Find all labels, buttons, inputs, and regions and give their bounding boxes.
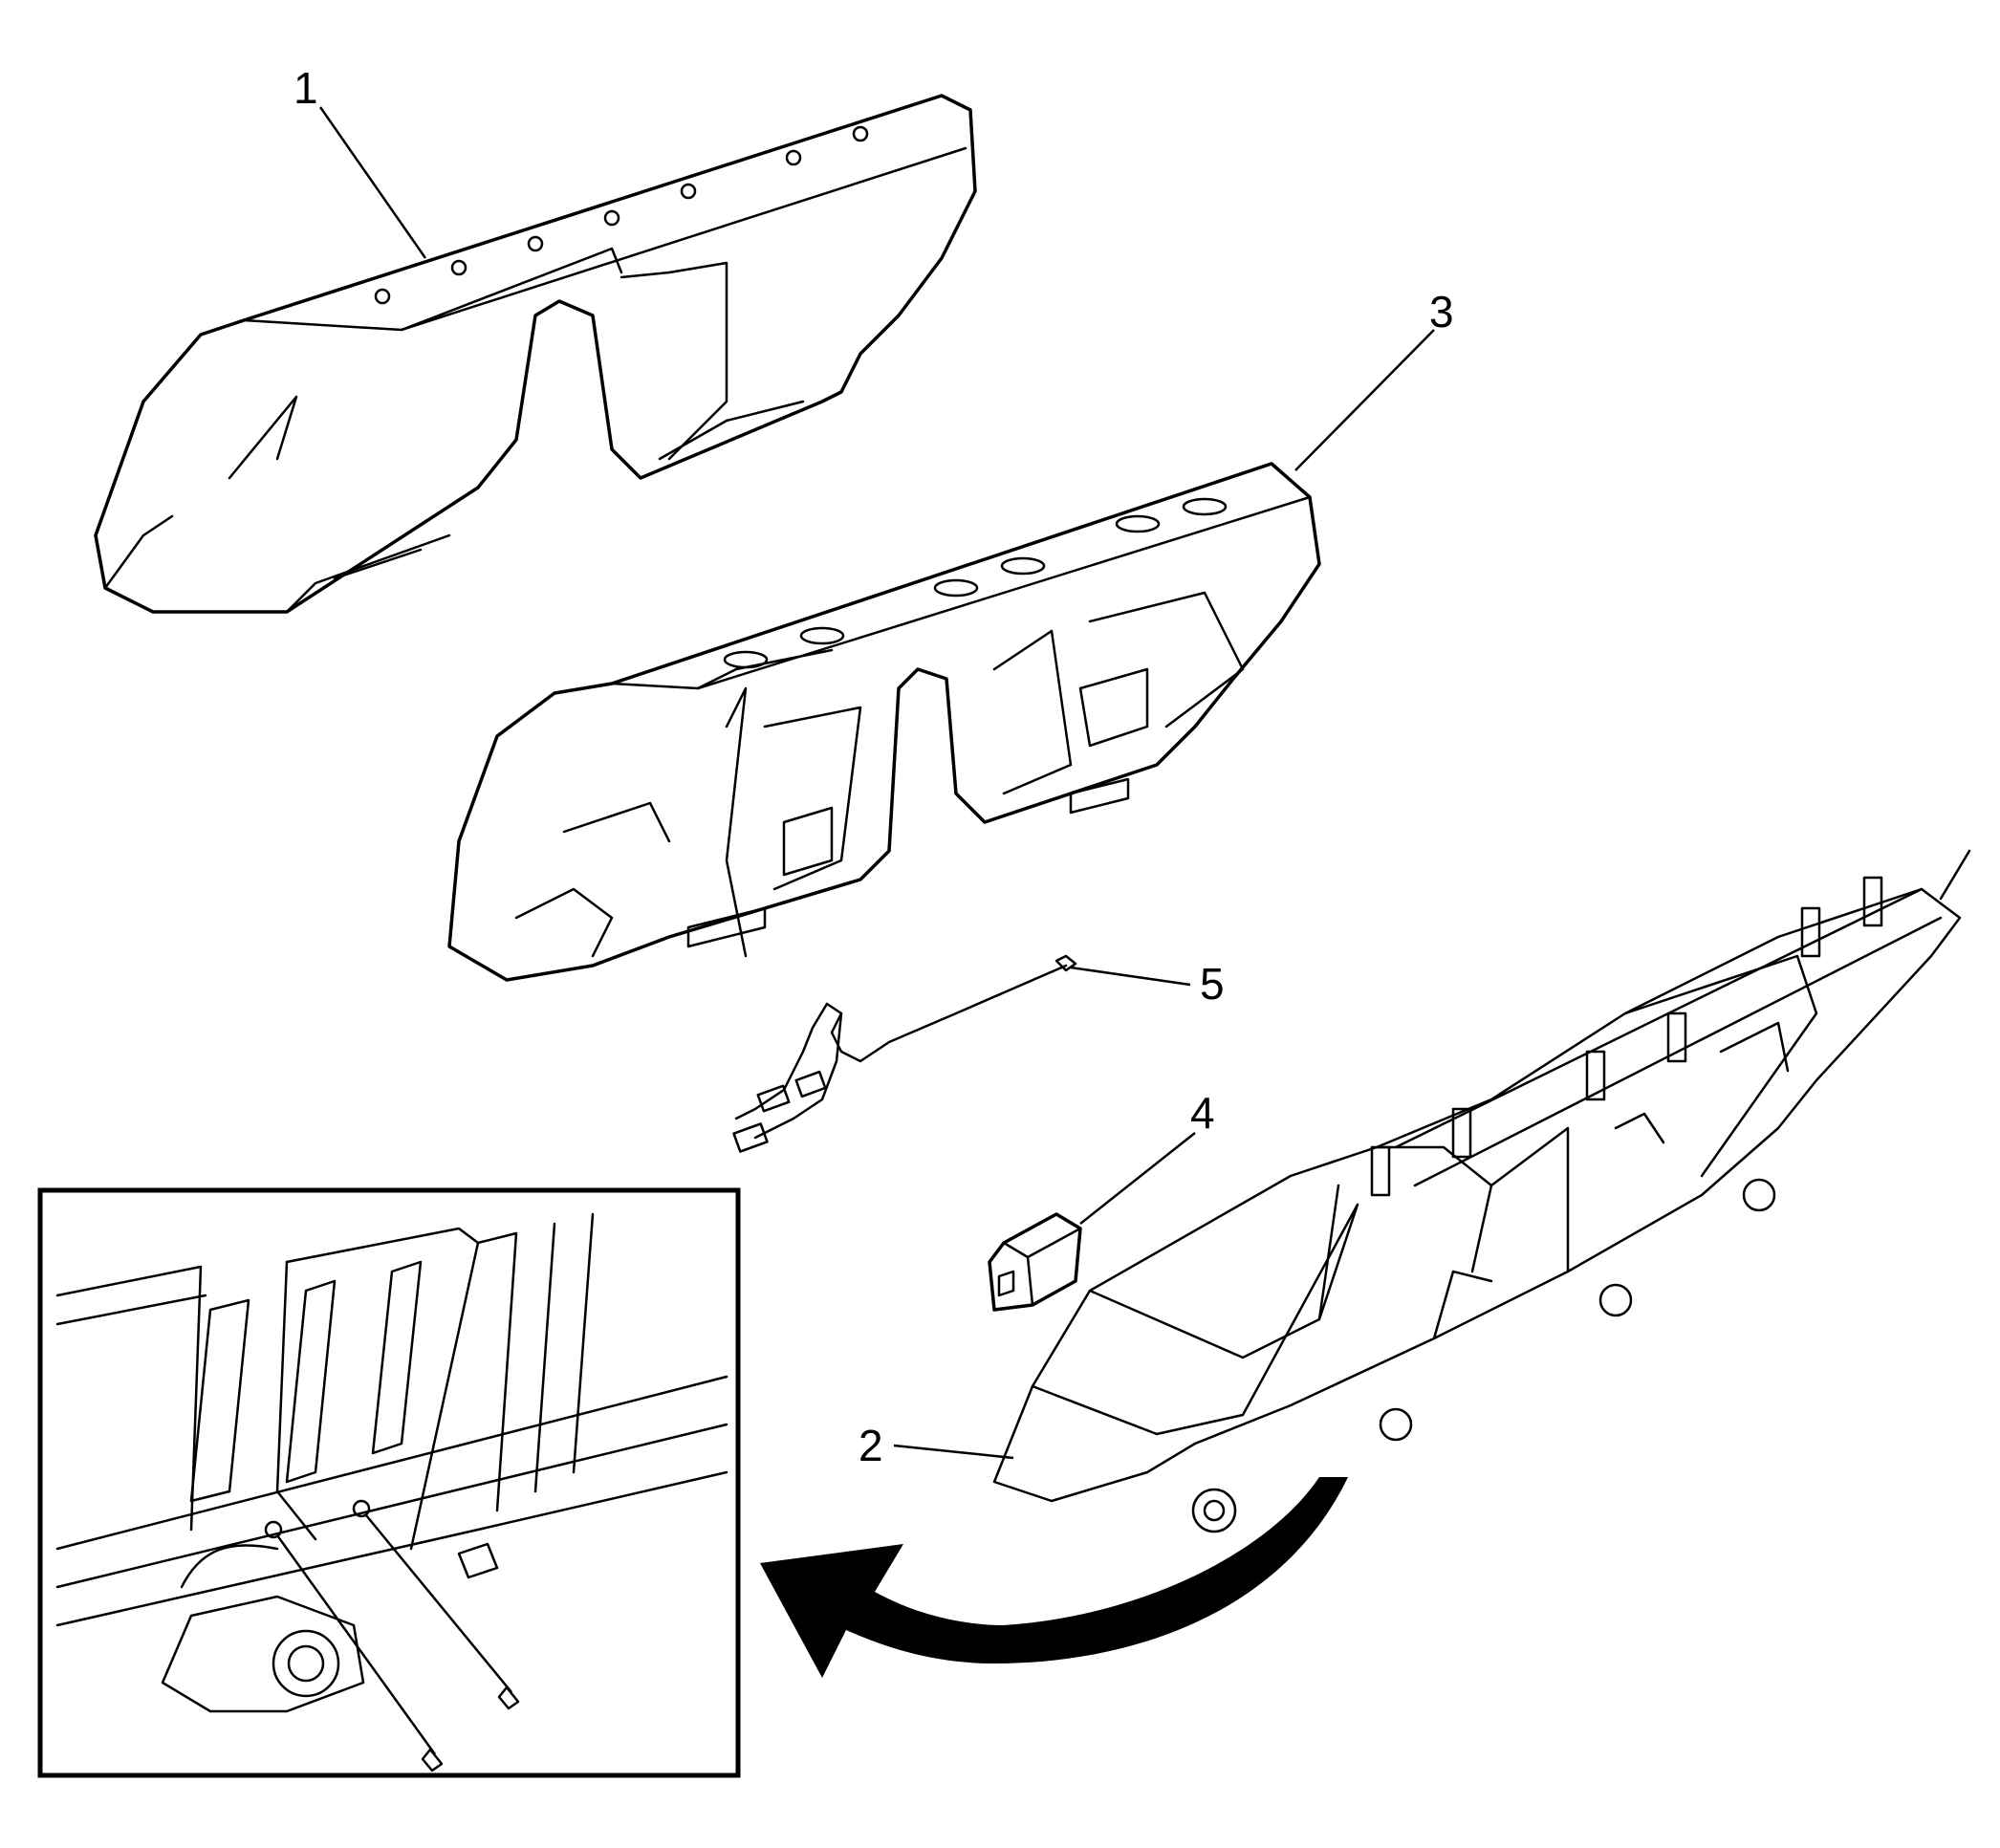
callout-labels: 1 3 5 4 2 xyxy=(293,63,1454,1470)
callout-2: 2 xyxy=(859,1421,883,1470)
callout-5: 5 xyxy=(1200,959,1225,1009)
part-2-metal-frame xyxy=(992,849,1971,1533)
rotation-arrow xyxy=(760,1477,1348,1678)
callout-1: 1 xyxy=(293,63,318,113)
leader-5 xyxy=(1070,966,1191,987)
leader-3 xyxy=(1294,329,1435,471)
leader-lines xyxy=(318,106,1435,1460)
inset-detail-view xyxy=(37,1187,741,1778)
callout-4: 4 xyxy=(1190,1088,1215,1138)
leader-4 xyxy=(1079,1132,1196,1225)
part-4-control-module xyxy=(988,1212,1082,1312)
leader-2 xyxy=(893,1444,1014,1460)
part-1-seat-back-panel xyxy=(94,94,977,614)
leader-1 xyxy=(318,106,427,259)
part-3-seat-back-frame xyxy=(447,462,1321,982)
part-5-wiring-harness xyxy=(732,954,1077,1153)
callout-3: 3 xyxy=(1429,287,1454,337)
